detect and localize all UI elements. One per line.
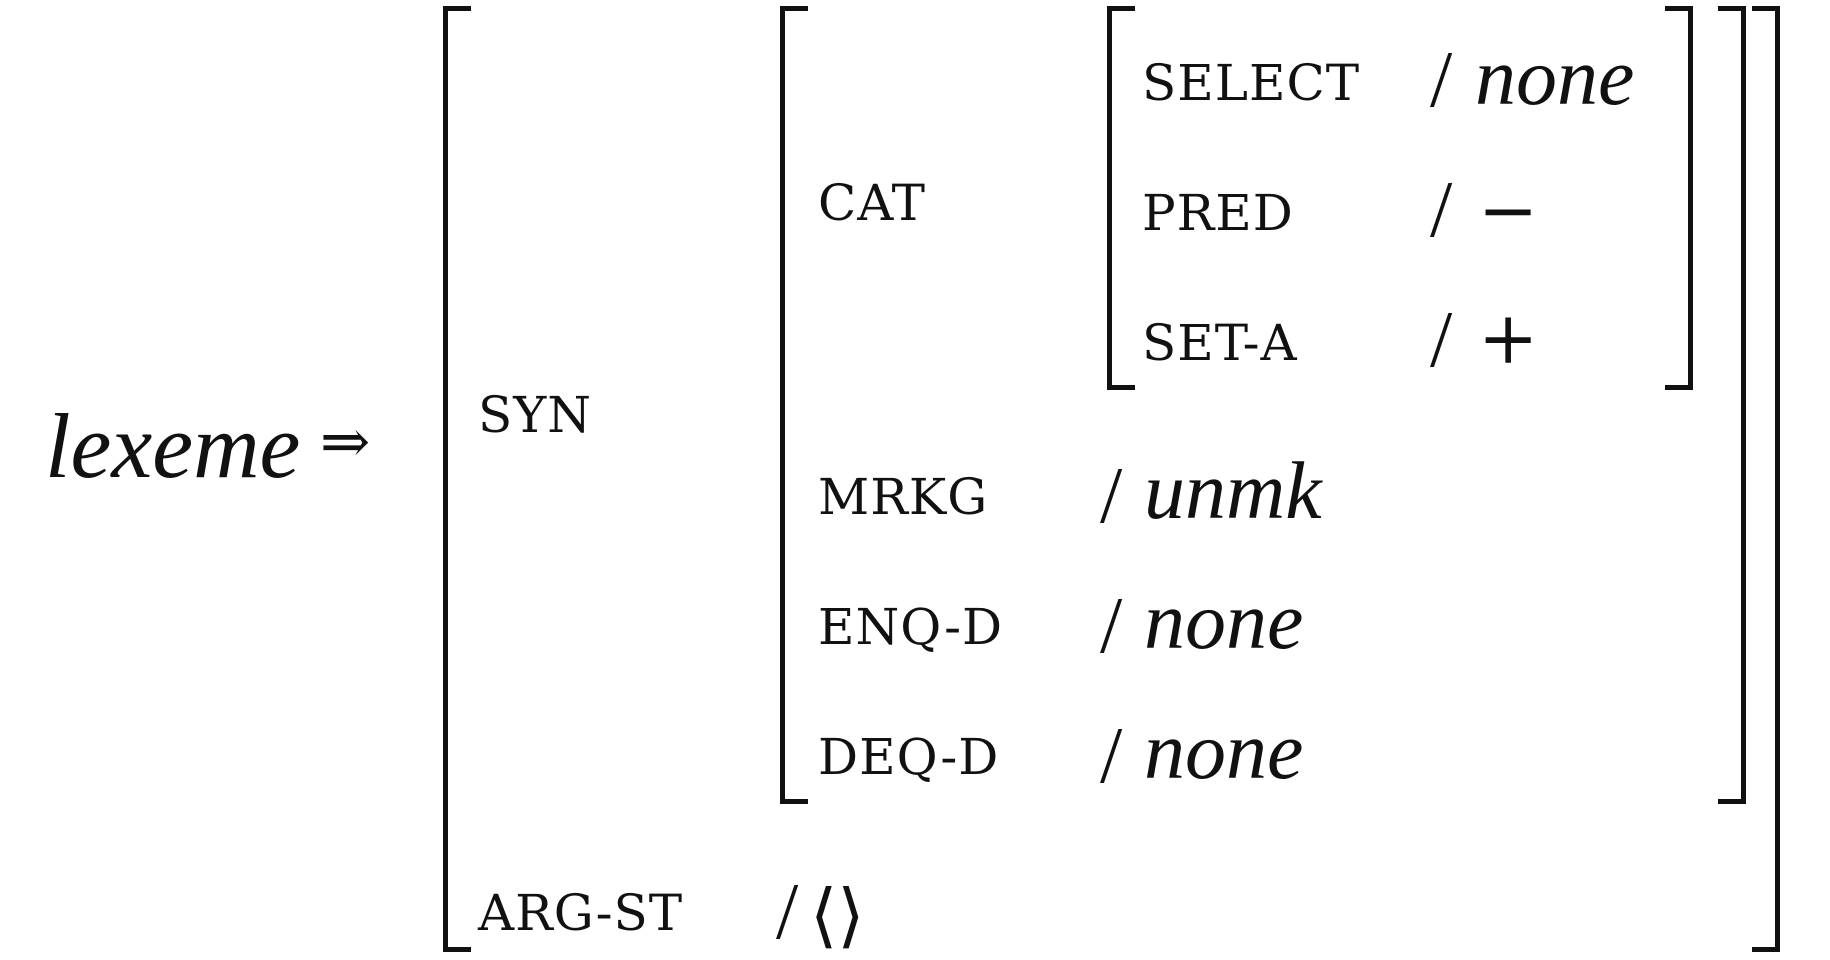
feature-enq-d: ENQ-D bbox=[818, 598, 1004, 656]
slash-mrkg: / bbox=[1100, 452, 1123, 540]
slash-select: / bbox=[1430, 36, 1453, 124]
outer-bracket-right bbox=[1752, 6, 1780, 952]
feature-pred: PRED bbox=[1142, 184, 1294, 242]
feature-select: SELECT bbox=[1142, 54, 1361, 112]
outer-bracket-left bbox=[443, 6, 471, 952]
feature-deq-d: DEQ-D bbox=[818, 728, 1000, 786]
slash-arg-st: / bbox=[776, 868, 799, 956]
syn-bracket-right bbox=[1718, 6, 1746, 804]
slash-pred: / bbox=[1430, 166, 1453, 254]
value-enq-d-none: none bbox=[1144, 575, 1304, 666]
value-arg-st-empty-list: ⟨⟩ bbox=[810, 874, 865, 956]
feature-arg-st: ARG-ST bbox=[478, 884, 684, 942]
cat-bracket-left bbox=[1107, 6, 1135, 390]
cat-bracket-right bbox=[1665, 6, 1693, 390]
value-mrkg-unmk: unmk bbox=[1144, 445, 1322, 536]
value-pred-minus: − bbox=[1478, 168, 1539, 252]
slash-enq-d: / bbox=[1100, 582, 1123, 670]
type-lexeme: lexeme bbox=[45, 395, 301, 497]
value-select-none: none bbox=[1475, 31, 1635, 122]
feature-set-a: SET-A bbox=[1142, 314, 1298, 372]
value-set-a-plus: + bbox=[1478, 296, 1539, 380]
feature-cat: CAT bbox=[818, 174, 926, 232]
slash-deq-d: / bbox=[1100, 712, 1123, 800]
slash-set-a: / bbox=[1430, 296, 1453, 384]
value-deq-d-none: none bbox=[1144, 705, 1304, 796]
feature-mrkg: MRKG bbox=[818, 468, 989, 526]
implication-arrow: ⇒ bbox=[320, 407, 371, 477]
feature-syn: SYN bbox=[478, 386, 593, 444]
syn-bracket-left bbox=[780, 6, 808, 804]
